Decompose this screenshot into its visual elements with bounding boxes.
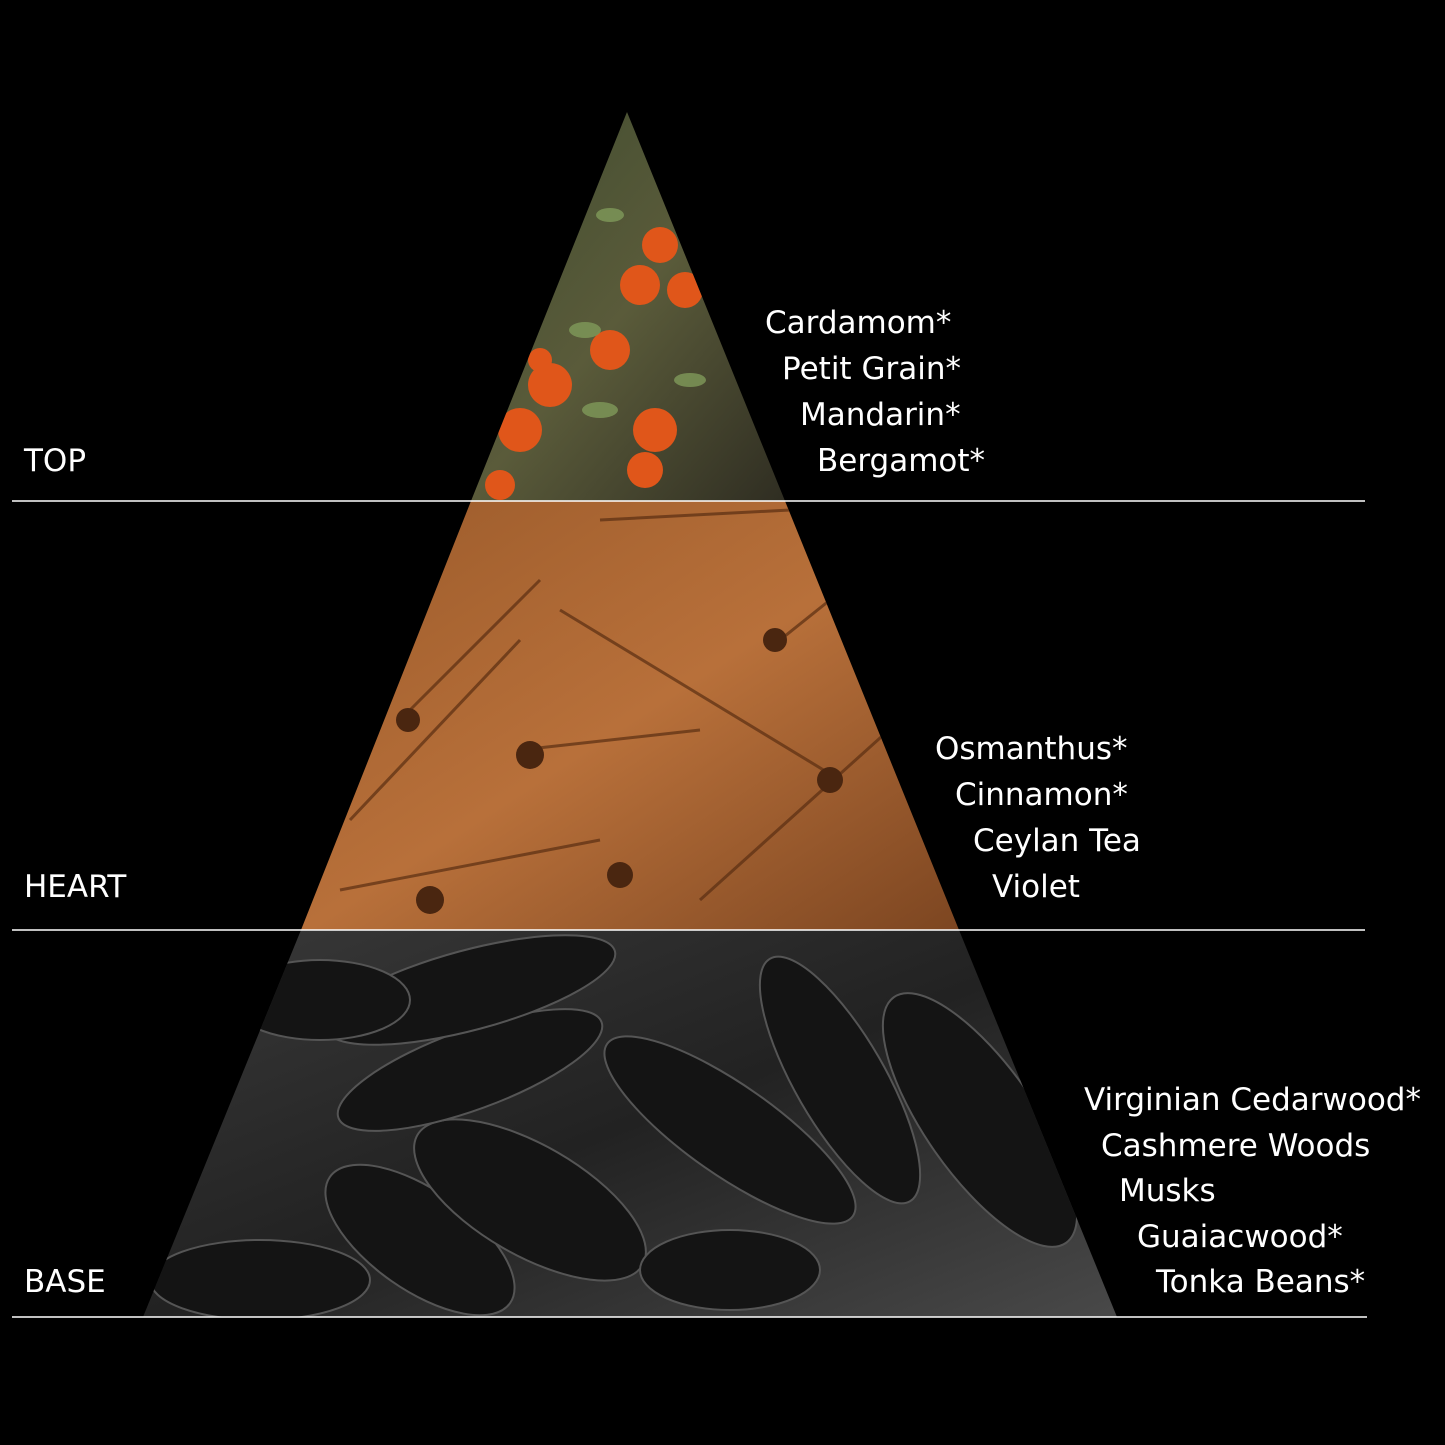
heart-note: Violet xyxy=(992,869,1080,905)
top-note: Petit Grain* xyxy=(782,351,961,387)
tier-label-base: BASE xyxy=(24,1264,106,1300)
base-note: Tonka Beans* xyxy=(1156,1264,1366,1300)
tier-label-top: TOP xyxy=(24,443,87,479)
heart-note: Ceylan Tea xyxy=(973,823,1141,859)
heart-note: Cinnamon* xyxy=(955,777,1128,813)
heart-image-cinnamon xyxy=(301,501,959,930)
base-note: Cashmere Woods xyxy=(1101,1128,1371,1164)
base-note: Guaiacwood* xyxy=(1137,1219,1343,1255)
top-note: Mandarin* xyxy=(800,397,961,433)
tier-label-heart: HEART xyxy=(24,869,127,905)
base-note: Musks xyxy=(1119,1173,1216,1209)
top-note: Bergamot* xyxy=(817,443,986,479)
heart-note: Osmanthus* xyxy=(935,731,1128,767)
tier-dividers xyxy=(12,500,1367,1318)
base-image-tonka-beans xyxy=(143,930,1117,1317)
top-image-mandarin xyxy=(471,112,785,501)
base-note: Virginian Cedarwood* xyxy=(1084,1082,1421,1118)
top-note: Cardamom* xyxy=(765,305,952,341)
